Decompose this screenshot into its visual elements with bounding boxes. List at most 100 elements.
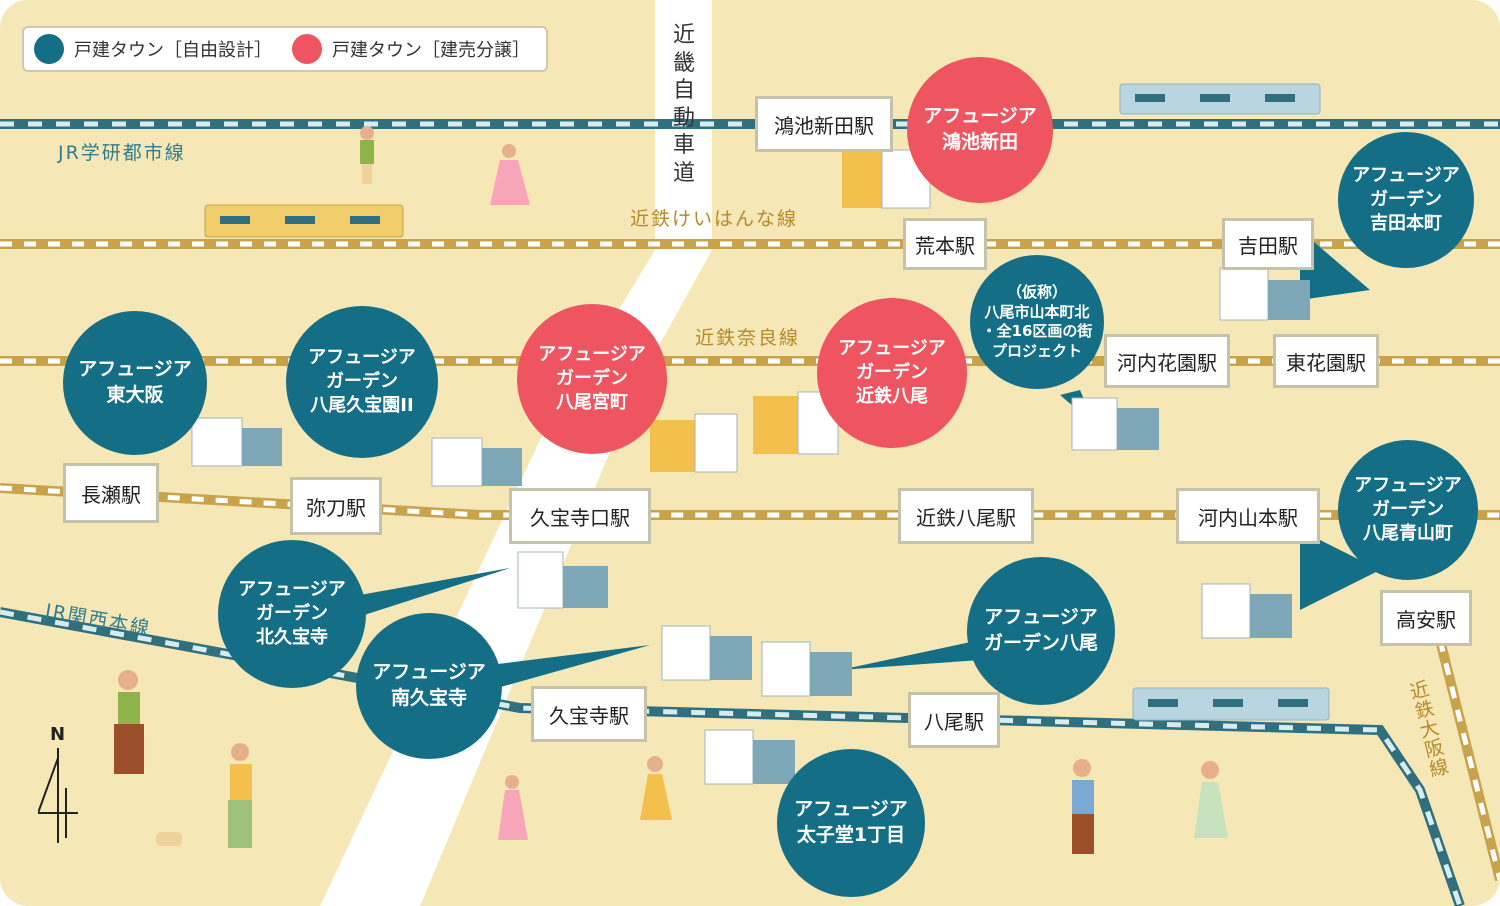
expressway-label: 近畿自動車道 bbox=[662, 22, 706, 187]
expressway-char: 道 bbox=[672, 160, 695, 186]
train-icon bbox=[204, 204, 404, 238]
property-name-line: 太子堂1丁目 bbox=[796, 824, 906, 846]
osaka-line-dash bbox=[0, 485, 1500, 518]
line-label-jr-gakken: JR学研都市線 bbox=[58, 142, 186, 164]
bubble-pointer bbox=[355, 568, 510, 618]
line-label-nara: 近鉄奈良線 bbox=[695, 327, 801, 349]
expressway-char: 動 bbox=[672, 105, 695, 131]
person-icon bbox=[360, 126, 374, 184]
expressway-char: 近 bbox=[672, 23, 695, 48]
station-konoike-shinden[interactable]: 鴻池新田駅 bbox=[755, 96, 893, 152]
house-icon bbox=[704, 729, 795, 785]
property-name-line: アフュージア bbox=[838, 337, 946, 359]
property-yao-kyuhoen[interactable]: アフュージアガーデン八尾久宝園II bbox=[286, 306, 438, 458]
property-name-line: （仮称） bbox=[1006, 283, 1067, 301]
property-name-line: 北久宝寺 bbox=[256, 627, 328, 649]
property-name-line: ガーデン bbox=[1370, 188, 1442, 210]
legend-dot-blue bbox=[34, 34, 64, 64]
property-name-line: ガーデン bbox=[256, 602, 328, 624]
expressway-char: 自 bbox=[672, 78, 695, 103]
property-name-line: 東大阪 bbox=[106, 384, 164, 406]
house-icon bbox=[661, 625, 752, 681]
bubble-pointer bbox=[490, 645, 650, 690]
property-kita-kyuhoji[interactable]: アフュージアガーデン北久宝寺 bbox=[218, 540, 366, 688]
legend-label: 戸建タウン［自由設計］ bbox=[74, 40, 272, 61]
property-taishido[interactable]: アフュージア太子堂1丁目 bbox=[777, 749, 925, 897]
property-name-line: ガーデン bbox=[1372, 498, 1444, 520]
osaka-branch-dash bbox=[1437, 639, 1500, 881]
house-icon bbox=[753, 391, 839, 455]
train-icon bbox=[1119, 83, 1321, 115]
person-icon bbox=[228, 743, 252, 848]
person-icon bbox=[1072, 759, 1094, 854]
property-name-line: アフュージア bbox=[984, 606, 1098, 629]
property-name-line: 近鉄八尾 bbox=[856, 386, 928, 408]
compass-label: N bbox=[50, 724, 66, 745]
station-yao[interactable]: 八尾駅 bbox=[908, 692, 1000, 748]
house-icon bbox=[191, 417, 282, 467]
station-kawachi-yamamoto[interactable]: 河内山本駅 bbox=[1176, 488, 1320, 544]
station-takayasu[interactable]: 高安駅 bbox=[1380, 590, 1472, 646]
station-aramoto[interactable]: 荒本駅 bbox=[903, 218, 987, 270]
person-icon bbox=[114, 670, 144, 774]
property-name-line: 八尾青山町 bbox=[1363, 523, 1453, 545]
compass: N bbox=[37, 724, 98, 848]
property-yoshida-honmachi[interactable]: アフュージアガーデン吉田本町 bbox=[1338, 132, 1474, 268]
property-name-line: 鴻池新田 bbox=[941, 131, 1018, 153]
property-name-line: アフュージア bbox=[1352, 164, 1460, 186]
property-aoyamacho[interactable]: アフュージアガーデン八尾青山町 bbox=[1338, 440, 1478, 580]
train-icon bbox=[1132, 687, 1330, 721]
property-name-line: アフュージア bbox=[372, 661, 486, 684]
legend-item-jiyu: 戸建タウン［自由設計］ bbox=[34, 34, 272, 64]
person-icon bbox=[640, 756, 672, 820]
property-yamamoto-north[interactable]: （仮称）八尾市山本町北・全16区画の街プロジェクト bbox=[970, 255, 1104, 389]
legend-item-tateuri: 戸建タウン［建売分譲］ bbox=[292, 34, 530, 64]
house-icon bbox=[761, 641, 852, 697]
property-name-line: アフュージア bbox=[1354, 474, 1462, 496]
house-icon bbox=[431, 437, 522, 487]
north-arrow-icon bbox=[37, 748, 78, 843]
station-kyuhoji-guchi[interactable]: 久宝寺口駅 bbox=[509, 488, 651, 544]
jr-kansai-line bbox=[0, 607, 1465, 906]
property-name-line: プロジェクト bbox=[991, 341, 1082, 360]
station-kawachi-kaen[interactable]: 河内花園駅 bbox=[1104, 334, 1230, 388]
house-icon bbox=[517, 551, 608, 609]
bubble-pointer bbox=[1300, 230, 1370, 300]
house-icon bbox=[842, 149, 931, 209]
line-label-keihanna: 近鉄けいはんな線 bbox=[630, 208, 799, 230]
house-icon bbox=[1071, 397, 1159, 451]
property-name-line: 南久宝寺 bbox=[390, 687, 467, 709]
person-icon bbox=[1194, 761, 1228, 838]
property-name-line: ・全16区画の街 bbox=[981, 322, 1093, 340]
station-yoshida[interactable]: 吉田駅 bbox=[1222, 218, 1314, 270]
legend-dot-red bbox=[292, 34, 322, 64]
property-garden-yao[interactable]: アフュージアガーデン八尾 bbox=[967, 557, 1115, 705]
property-name-line: アフュージア bbox=[794, 798, 908, 821]
legend: 戸建タウン［自由設計］ 戸建タウン［建売分譲］ bbox=[22, 26, 548, 72]
dog-icon bbox=[156, 832, 182, 846]
station-kyuhoji[interactable]: 久宝寺駅 bbox=[531, 686, 647, 742]
property-name-line: 八尾宮町 bbox=[556, 392, 628, 414]
property-name-line: アフュージア bbox=[78, 358, 192, 381]
property-name-line: 八尾久宝園II bbox=[310, 395, 414, 417]
expressway-char: 畿 bbox=[672, 50, 695, 76]
property-name-line: 吉田本町 bbox=[1370, 213, 1442, 235]
station-mito[interactable]: 弥刀駅 bbox=[290, 477, 382, 535]
property-kintetsu-yao[interactable]: アフュージアガーデン近鉄八尾 bbox=[817, 298, 967, 448]
house-icon bbox=[650, 413, 738, 473]
property-name-line: ガーデン bbox=[856, 361, 928, 383]
person-icon bbox=[498, 775, 528, 840]
property-minami-kyuhoji[interactable]: アフュージア南久宝寺 bbox=[356, 613, 502, 759]
property-konoike-shinden[interactable]: アフュージア鴻池新田 bbox=[907, 57, 1053, 203]
station-higashi-kaen[interactable]: 東花園駅 bbox=[1273, 334, 1379, 388]
property-name-line: アフュージア bbox=[923, 105, 1037, 128]
property-name-line: アフュージア bbox=[538, 343, 646, 365]
station-kintetsu-yao[interactable]: 近鉄八尾駅 bbox=[898, 488, 1034, 544]
property-higashiosaka[interactable]: アフュージア東大阪 bbox=[63, 311, 207, 455]
property-yao-miyamachi[interactable]: アフュージアガーデン八尾宮町 bbox=[517, 304, 667, 454]
property-name-line: 八尾市山本町北 bbox=[984, 302, 1090, 321]
station-nagase[interactable]: 長瀬駅 bbox=[63, 463, 159, 523]
bubble-pointer bbox=[1300, 530, 1380, 610]
